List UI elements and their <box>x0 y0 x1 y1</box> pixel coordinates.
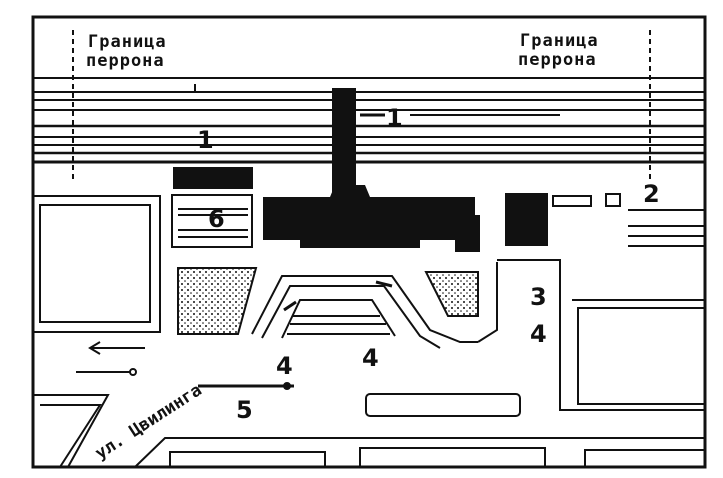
road-right-edge <box>477 262 498 343</box>
marker-1a: 1 <box>386 104 403 132</box>
marker-4c: 4 <box>276 352 293 380</box>
marker-4b: 4 <box>362 344 379 372</box>
bottom-street <box>134 437 705 468</box>
side-tracks <box>628 209 705 247</box>
frame <box>31 15 707 469</box>
parking-stripes <box>287 299 390 335</box>
driveway-island <box>281 299 396 339</box>
marker-3: 3 <box>530 283 547 311</box>
marker-2: 2 <box>643 180 660 208</box>
lower-left-road-2 <box>33 394 110 468</box>
left-block-inner <box>39 204 151 323</box>
small-kiosk <box>605 193 621 207</box>
arrow-left <box>283 300 297 312</box>
tracks <box>33 77 705 164</box>
marker-5: 5 <box>236 396 253 424</box>
marker-1b: 1 <box>197 126 214 154</box>
border-right-label-line2: перрона <box>518 50 597 70</box>
right-lower-block <box>577 307 706 405</box>
green-area-left <box>177 267 258 335</box>
road-right-outer <box>497 259 705 411</box>
marker-6: 6 <box>208 205 225 233</box>
pavilion-block <box>173 167 253 189</box>
left-block-outer <box>33 195 161 333</box>
marker-4a: 4 <box>530 320 547 348</box>
border-markers <box>72 30 651 180</box>
building-6 <box>171 194 253 248</box>
green-area-right <box>424 271 479 317</box>
driveway-outer <box>251 275 478 343</box>
street-arrows <box>76 341 294 390</box>
kiosk <box>552 195 592 207</box>
right-block <box>505 193 548 246</box>
bottom-blocks <box>169 447 705 467</box>
border-left-label-line1: Граница <box>88 32 167 52</box>
lower-left-road <box>40 404 102 468</box>
station-building <box>263 185 480 252</box>
bus-stop <box>365 393 521 417</box>
border-left-label-line2: перрона <box>86 51 165 71</box>
border-right-label-line1: Граница <box>520 31 599 51</box>
driveway-inner <box>261 285 441 349</box>
arrow-right <box>375 280 393 288</box>
